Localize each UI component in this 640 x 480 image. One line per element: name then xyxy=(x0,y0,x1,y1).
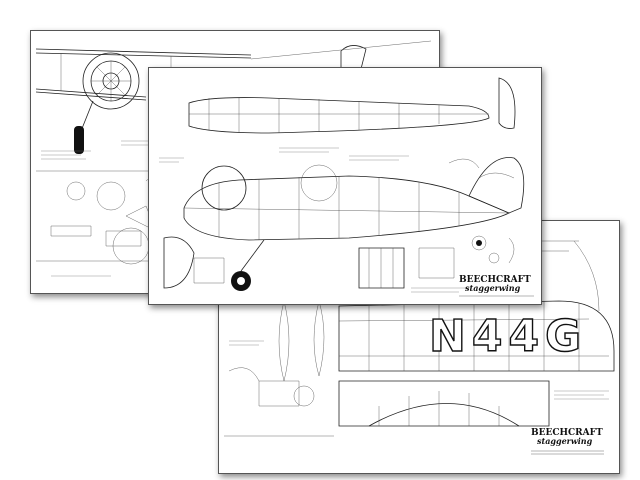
logo-brand-fuselage: BEECHCRAFT xyxy=(459,275,531,285)
registration-lettering: N44G xyxy=(429,311,587,362)
logo-brand: BEECHCRAFT xyxy=(531,428,603,438)
logo-model-fuselage: staggerwing xyxy=(465,283,521,293)
logo-block: BEECHCRAFT staggerwing xyxy=(531,428,604,455)
logo-block-fuselage: BEECHCRAFT staggerwing xyxy=(459,275,534,297)
plan-sheet-fuselage: BEECHCRAFT staggerwing xyxy=(148,67,542,305)
wing-plan-drawing: N44G BEECHCRAFT staggerwing xyxy=(224,240,615,455)
front-view-drawing xyxy=(35,40,432,277)
fuselage-drawing: BEECHCRAFT staggerwing xyxy=(159,77,534,297)
logo-model: staggerwing xyxy=(537,436,593,446)
